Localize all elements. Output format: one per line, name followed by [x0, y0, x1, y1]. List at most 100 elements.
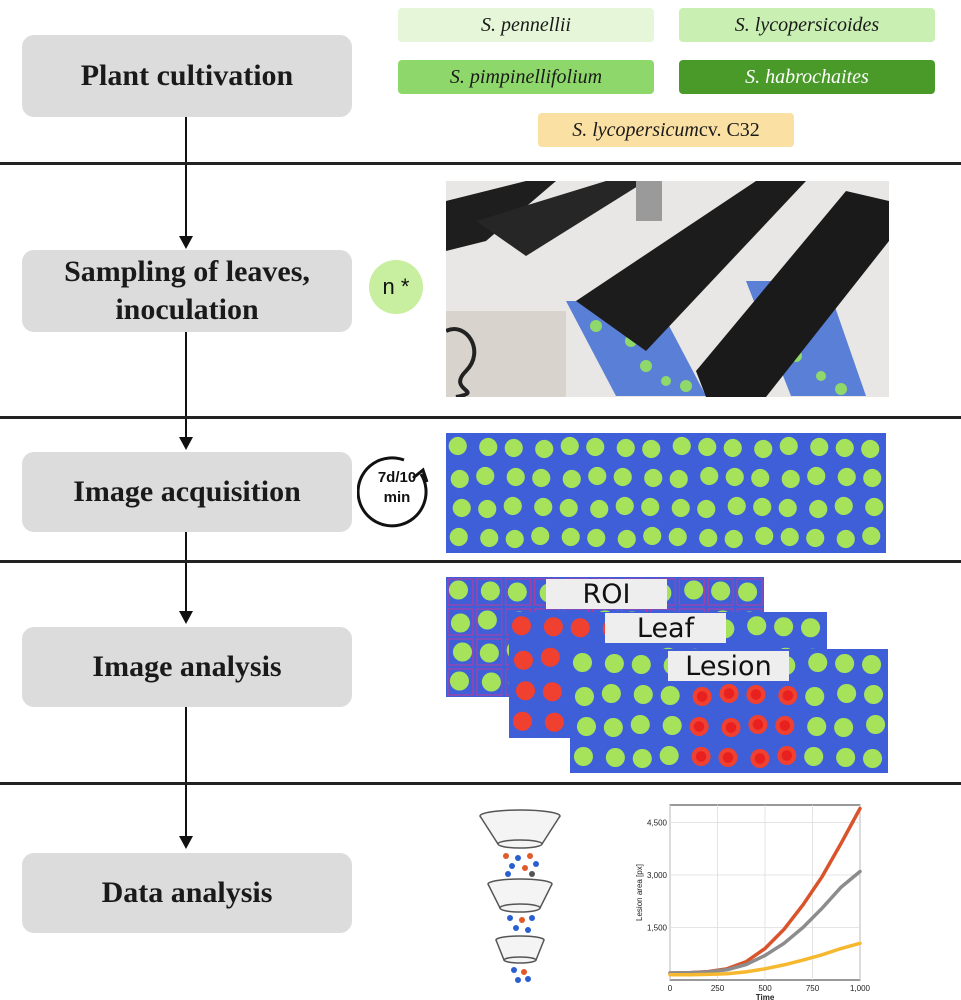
leaf-disc [512, 711, 532, 731]
roi-label-text: ROI [582, 578, 631, 610]
step-sampling-label-line1: Sampling of leaves, [64, 255, 310, 288]
lesion-spot [723, 688, 735, 699]
cycle-interval-line2: min [383, 489, 411, 506]
inoculation-tray-photo [446, 181, 889, 397]
leaf-disc [559, 498, 578, 518]
leaf-disc [727, 496, 746, 516]
leaf-disc [632, 748, 652, 769]
x-tick-label: 1,000 [850, 984, 870, 993]
series-line-2 [668, 941, 862, 977]
step-plant-cultivation: Plant cultivation [22, 35, 352, 117]
leaf-disc [806, 528, 825, 548]
leaf-disc [574, 686, 594, 707]
leaf-disc [865, 497, 884, 517]
species-lycopersicum-cultivar: cv. C32 [698, 118, 760, 141]
leaf-disc [863, 468, 882, 488]
leaf-disc [479, 437, 498, 457]
y-tick-label: 4,500 [647, 819, 668, 828]
leaf-disc [477, 610, 497, 630]
leaf-disc [671, 498, 690, 518]
leaf-disc [604, 653, 624, 674]
leaf-disc [835, 653, 855, 674]
leaf-disc [515, 681, 535, 701]
leaf-disc [836, 747, 856, 768]
leaf-disc [801, 618, 821, 638]
leaf-disc [669, 469, 688, 489]
cycle-interval-line1: 7d/10 [377, 469, 417, 486]
step-plant-cultivation-label: Plant cultivation [80, 59, 294, 92]
filter-funnel-illustration [479, 809, 561, 983]
leaf-disc [452, 642, 472, 662]
leaf-disc [535, 439, 554, 459]
leaf-disc [449, 671, 469, 691]
leaf-disc [630, 714, 650, 735]
leaf-disc [834, 717, 854, 738]
leaf-disc [505, 529, 524, 549]
leaf-disc [448, 436, 467, 456]
x-axis-label: Time [756, 993, 775, 1000]
leaf-label-text: Leaf [636, 612, 695, 644]
step-image-acquisition: Image acquisition [22, 452, 352, 532]
leaf-disc [779, 436, 798, 456]
leaf-disc [660, 685, 680, 706]
flow-arrowhead-1 [179, 236, 193, 249]
step-sampling-label-line2: inoculation [115, 293, 259, 326]
leaf-disc [866, 714, 886, 735]
section-divider-3 [0, 560, 961, 563]
leaf-disc [506, 467, 525, 487]
x-tick-label: 250 [711, 984, 725, 993]
species-pimpinellifolium-label: S. pimpinellifolium [449, 65, 603, 88]
leaf-disc [481, 672, 501, 692]
leaf-disc [633, 684, 653, 705]
leaf-disc [738, 582, 758, 602]
leaf-disc [450, 469, 469, 489]
leaf-disc [747, 616, 767, 636]
leaf-disc [837, 467, 856, 487]
leaf-disc [478, 499, 497, 519]
leaf-disc [835, 438, 854, 458]
step-sampling-inoculation: Sampling of leaves, inoculation [22, 250, 352, 332]
species-tag-habrochaites: S. habrochaites [679, 60, 935, 94]
leaf-disc [864, 684, 884, 705]
leaf-disc [542, 682, 562, 702]
lesion-spot [781, 750, 793, 761]
lesion-spot [782, 690, 794, 701]
leaf-array-photo [446, 433, 886, 553]
leaf-disc [588, 466, 607, 486]
section-divider-2 [0, 416, 961, 419]
roi-label: ROI [546, 578, 667, 610]
leaf-disc [659, 745, 679, 766]
species-tag-lycopersicoides: S. lycopersicoides [679, 8, 935, 42]
lesion-spot [722, 752, 734, 763]
leaf-disc [723, 438, 742, 458]
leaf-disc [810, 437, 829, 457]
leaf-disc [544, 712, 564, 732]
leaf-disc [808, 652, 828, 673]
leaf-disc [448, 580, 468, 600]
leaf-disc [863, 748, 883, 769]
leaf-disc [755, 526, 774, 546]
leaf-disc [699, 528, 718, 548]
lesion-label-text: Lesion [685, 650, 772, 682]
leaf-disc [641, 497, 660, 517]
leaf-disc [781, 469, 800, 489]
leaf-disc [804, 746, 824, 767]
leaf-disc [480, 581, 500, 601]
leaf-disc [590, 499, 609, 519]
step-image-analysis-label: Image analysis [92, 650, 282, 683]
leaf-disc [774, 617, 794, 637]
lesion-spot [696, 691, 708, 702]
leaf-disc [780, 527, 799, 547]
lesion-spot [695, 751, 707, 762]
lesion-spot [754, 753, 766, 764]
leaf-disc [862, 654, 882, 675]
leaf-disc [511, 616, 531, 636]
leaf-disc [513, 650, 533, 670]
leaf-disc [503, 496, 522, 516]
leaf-disc [837, 683, 857, 704]
leaf-disc [476, 466, 495, 486]
leaf-disc [672, 436, 691, 456]
leaf-disc [807, 716, 827, 737]
leaf-disc [561, 527, 580, 547]
